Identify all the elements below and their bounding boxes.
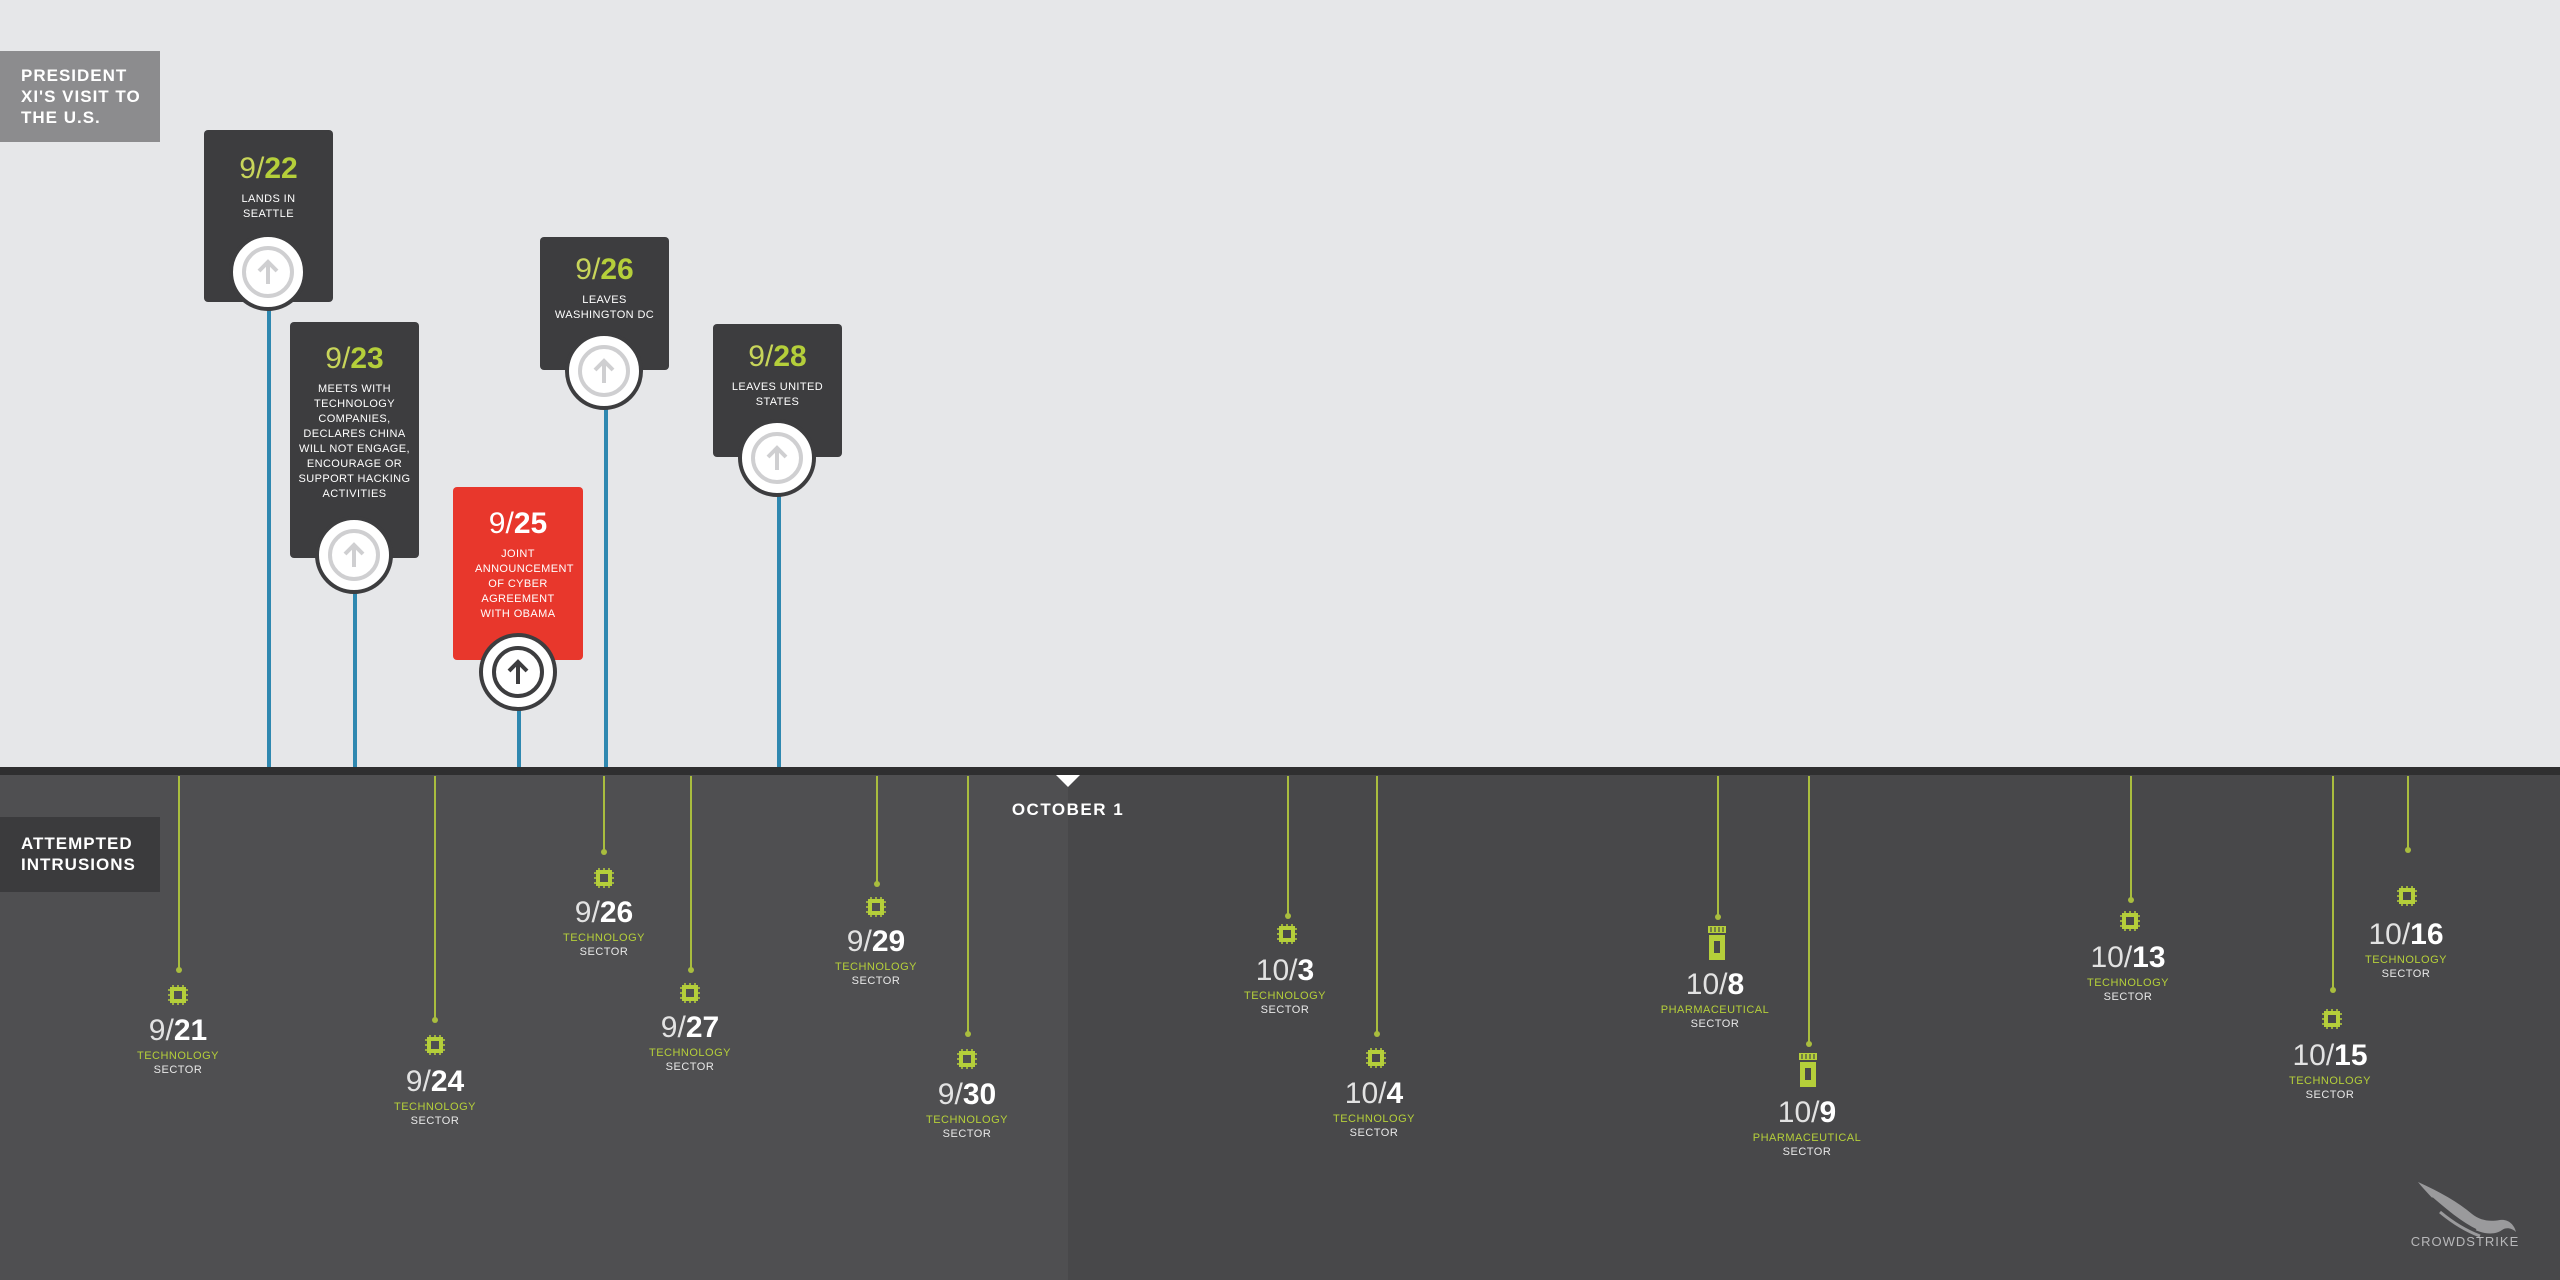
intrusion-entry: 10/15 TECHNOLOGY SECTOR [2288, 1039, 2371, 1102]
event-stem [604, 400, 608, 767]
intrusion-entry: 10/8 PHARMACEUTICAL SECTOR [1660, 968, 1770, 1031]
intrusion-line [2407, 776, 2409, 850]
intrusion-dot [965, 1031, 971, 1037]
intrusion-entry: 9/24 TECHNOLOGY SECTOR [393, 1065, 476, 1128]
intrusion-dot [2330, 987, 2336, 993]
intrusion-entry: 10/4 TECHNOLOGY SECTOR [1332, 1077, 1415, 1140]
event-date: 9/26 [575, 253, 634, 286]
chip-icon [957, 1049, 977, 1069]
intrusion-entry: 10/16 TECHNOLOGY SECTOR [2364, 918, 2447, 981]
chip-icon [866, 897, 886, 917]
pill-bottle-icon [1799, 1053, 1817, 1087]
intrusion-entry: 10/9 PHARMACEUTICAL SECTOR [1752, 1096, 1862, 1159]
intrusion-line [1287, 776, 1289, 916]
chip-icon [1277, 924, 1297, 944]
chip-icon [680, 983, 700, 1003]
intrusion-dot [874, 881, 880, 887]
event-stem [353, 585, 357, 767]
event-stem [517, 710, 521, 767]
visit-timeline-area [0, 0, 2560, 768]
intrusion-entry: 9/30 TECHNOLOGY SECTOR [925, 1078, 1008, 1141]
chip-icon [168, 985, 188, 1005]
arrow-up-icon [229, 233, 307, 311]
intrusion-entry: 9/21 TECHNOLOGY SECTOR [136, 1014, 219, 1077]
october-marker-icon [1056, 775, 1080, 787]
intrusion-dot [1285, 913, 1291, 919]
chip-icon [594, 868, 614, 888]
event-date: 9/23 [325, 342, 384, 375]
chip-icon [1366, 1048, 1386, 1068]
event-date: 9/25 [488, 507, 548, 540]
chip-icon [2397, 886, 2417, 906]
event-date: 9/28 [748, 340, 807, 373]
event-card-highlight: 9/25 JOINT ANNOUNCEMENT OF CYBER AGREEME… [453, 487, 583, 660]
event-description: LEAVES UNITED STATES [731, 381, 824, 408]
october-label: OCTOBER 1 [1011, 800, 1125, 819]
intrusion-entry: 9/27 TECHNOLOGY SECTOR [648, 1011, 731, 1074]
arrow-up-icon [738, 419, 816, 497]
event-description: LEAVES WASHINGTON DC [554, 294, 655, 321]
pill-bottle-icon [1708, 926, 1726, 960]
timeline-axis [0, 767, 2560, 775]
arrow-up-icon [315, 516, 393, 594]
event-stem [267, 300, 271, 767]
event-stem [777, 490, 781, 767]
event-date: 9/22 [239, 152, 298, 185]
intrusion-dot [601, 849, 607, 855]
intrusion-line [876, 776, 878, 884]
intrusion-line [967, 776, 969, 1034]
intrusion-entry: 9/29 TECHNOLOGY SECTOR [834, 925, 917, 988]
intrusion-entry: 9/26 TECHNOLOGY SECTOR [562, 896, 645, 959]
event-card: 9/22 LANDS IN SEATTLE [204, 130, 333, 302]
intrusion-dot [2405, 847, 2411, 853]
intrusion-dot [688, 967, 694, 973]
chip-icon [2120, 911, 2140, 931]
intrusion-line [434, 776, 436, 1020]
intrusion-dot [1374, 1031, 1380, 1037]
intrusion-dot [2128, 897, 2134, 903]
intrusion-dot [432, 1017, 438, 1023]
intrusions-area-october [1068, 775, 2560, 1280]
intrusion-line [1376, 776, 1378, 1034]
attempted-intrusions-label: ATTEMPTED INTRUSIONS [0, 817, 160, 892]
event-description: LANDS IN SEATTLE [241, 193, 296, 220]
intrusion-line [2130, 776, 2132, 900]
intrusion-dot [1806, 1041, 1812, 1047]
arrow-up-icon [479, 633, 557, 711]
intrusion-line [2332, 776, 2334, 990]
arrow-up-icon [565, 332, 643, 410]
falcon-logo-icon [2418, 1182, 2516, 1238]
intrusion-line [690, 776, 692, 970]
intrusion-entry: 10/3 TECHNOLOGY SECTOR [1243, 954, 1326, 1017]
intrusion-dot [1715, 914, 1721, 920]
event-description: JOINT ANNOUNCEMENT OF CYBER AGREEMENT WI… [475, 548, 574, 620]
event-description: MEETS WITH TECHNOLOGY COMPANIES, DECLARE… [298, 383, 411, 500]
president-visit-label: PRESIDENT XI'S VISIT TO THE U.S. [0, 51, 160, 142]
company-logo-text: CROWDSTRIKE [2410, 1234, 2520, 1249]
intrusion-line [603, 776, 605, 852]
intrusion-line [1717, 776, 1719, 918]
intrusion-entry: 10/13 TECHNOLOGY SECTOR [2086, 941, 2169, 1004]
intrusion-line [178, 776, 180, 970]
intrusion-line [1808, 776, 1810, 1044]
intrusion-dot [176, 967, 182, 973]
chip-icon [2322, 1009, 2342, 1029]
chip-icon [425, 1035, 445, 1055]
